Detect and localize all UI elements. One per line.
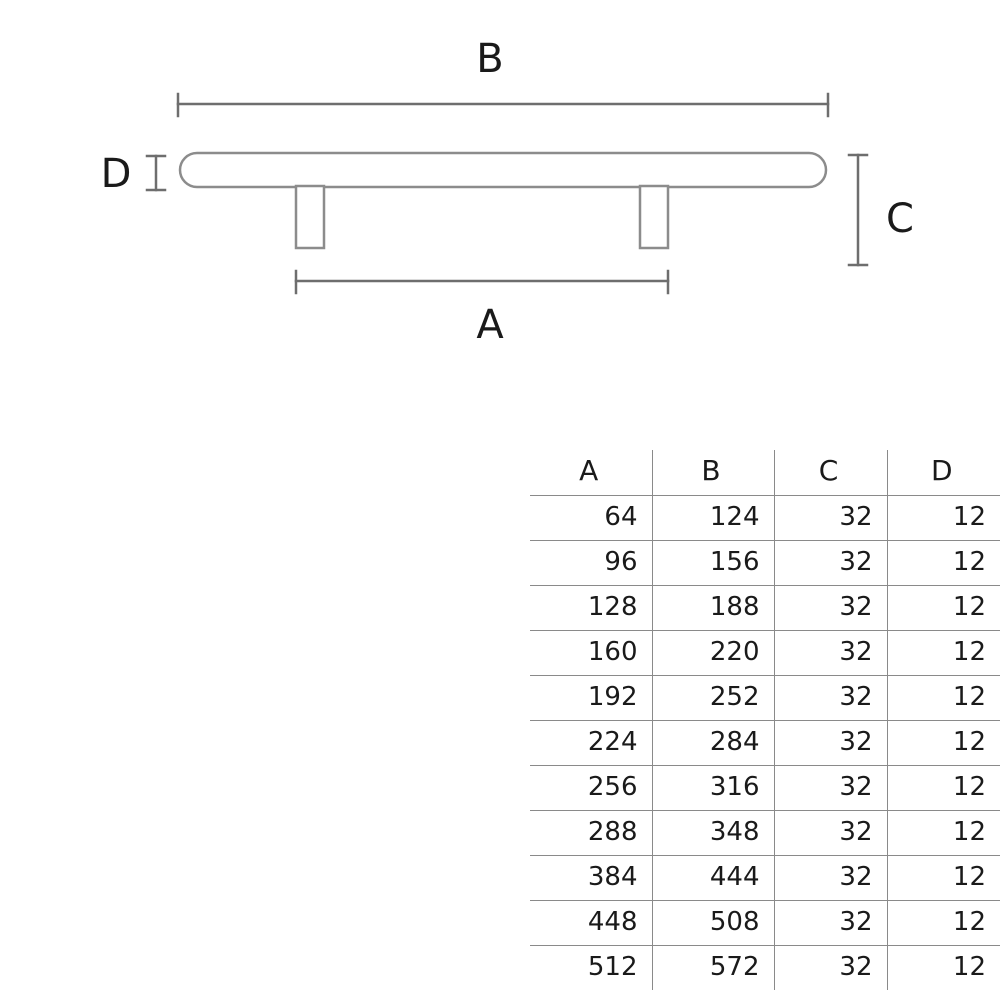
table-cell: 12 — [887, 720, 1000, 766]
table-cell: 96 — [530, 540, 653, 586]
table-cell: 32 — [774, 540, 888, 586]
table-cell: 12 — [887, 630, 1000, 676]
table-cell: 12 — [887, 540, 1000, 586]
label-c: C — [886, 196, 914, 242]
table-cell: 32 — [774, 495, 888, 541]
table-cell: 12 — [887, 810, 1000, 856]
table-cell: 12 — [952, 952, 986, 982]
table-cell: 64 — [530, 495, 653, 541]
table-cell: 572 — [652, 945, 775, 990]
label-a: A — [476, 302, 504, 348]
column-header-a: A — [530, 450, 653, 496]
column-header-b: B — [652, 450, 775, 496]
table-cell: 32 — [774, 585, 888, 631]
table-cell: 12 — [887, 585, 1000, 631]
table-cell: 32 — [774, 765, 888, 811]
table-cell: 12 — [887, 855, 1000, 901]
table-cell: 220 — [652, 630, 775, 676]
column-header-c: C — [774, 450, 888, 496]
table-cell: 32 — [774, 630, 888, 676]
dimension-line-b — [176, 92, 830, 118]
table-cell: 448 — [530, 900, 653, 946]
label-d: D — [101, 151, 132, 197]
label-b: B — [476, 36, 503, 82]
table-cell: 284 — [652, 720, 775, 766]
table-cell: 252 — [652, 675, 775, 721]
table-cell: 32 — [774, 675, 888, 721]
table-cell: 12 — [887, 675, 1000, 721]
table-cell: 512 — [530, 945, 653, 990]
table-cell: 188 — [652, 585, 775, 631]
handle-post-left — [294, 184, 326, 250]
table-cell: 288 — [530, 810, 653, 856]
table-cell: 192 — [530, 675, 653, 721]
table-cell: 224 — [530, 720, 653, 766]
table-cell: 256 — [530, 765, 653, 811]
table-header-row: A B C D — [530, 450, 1000, 496]
table-cell: 128 — [530, 585, 653, 631]
table-cell: 156 — [652, 540, 775, 586]
table-cell: 348 — [652, 810, 775, 856]
table-cell: 316 — [652, 765, 775, 811]
handle-bar — [178, 151, 828, 189]
table-cell: 12 — [887, 765, 1000, 811]
table-cell: 12 — [887, 900, 1000, 946]
table-cell: 12 — [887, 495, 1000, 541]
table-cell: 32 — [774, 855, 888, 901]
table-cell: 124 — [652, 495, 775, 541]
dimension-line-c — [847, 153, 869, 267]
handle-post-right — [638, 184, 670, 250]
dimension-line-d — [145, 154, 167, 192]
dimension-line-a — [294, 269, 670, 295]
table-cell: 32 — [774, 810, 888, 856]
table-cell: 32 — [774, 900, 888, 946]
table-cell: 160 — [530, 630, 653, 676]
table-cell: 444 — [652, 855, 775, 901]
table-cell: 384 — [530, 855, 653, 901]
table-cell: 508 — [652, 900, 775, 946]
table-cell: 32 — [774, 720, 888, 766]
column-header-d: D — [887, 450, 1000, 496]
technical-drawing: B D C A — [0, 0, 1000, 400]
table-cell: 32 — [774, 945, 888, 990]
